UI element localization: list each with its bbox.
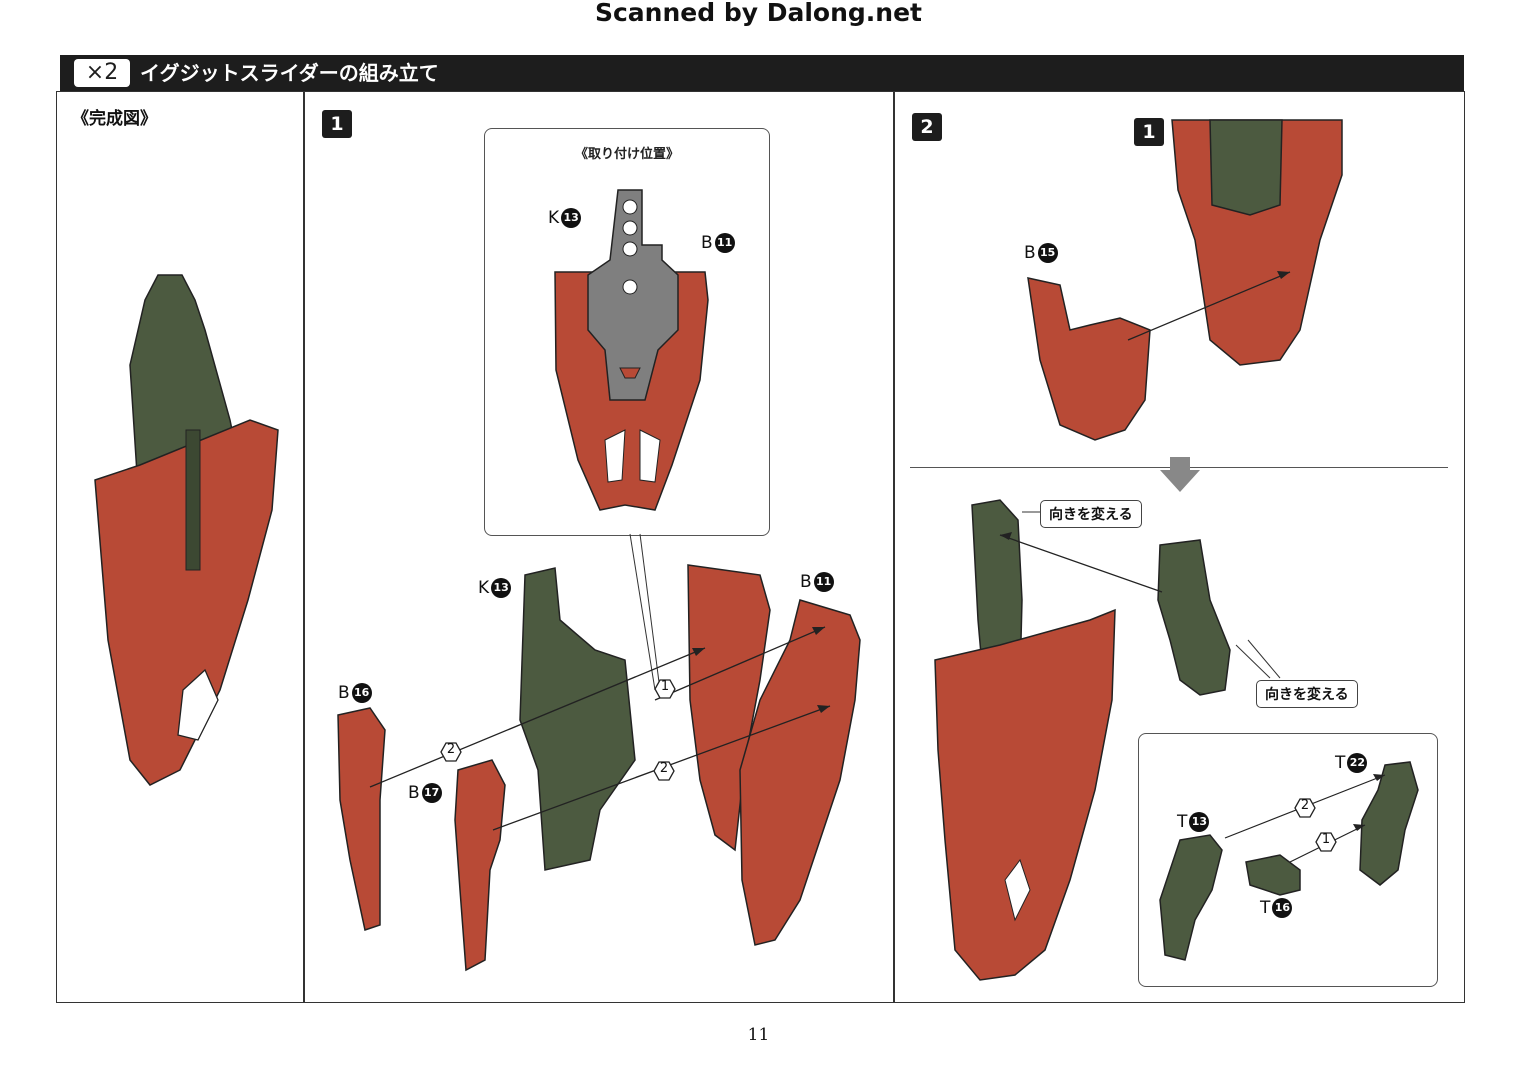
- order-2-label: 2: [659, 761, 669, 776]
- order-1-label: 1: [1321, 832, 1331, 847]
- inset-title: 《取り付け位置》: [574, 147, 679, 162]
- step2-lower-parts: [934, 499, 1281, 981]
- watermark: Scanned by Dalong.net: [594, 0, 922, 27]
- quantity-badge: ×2: [74, 59, 130, 87]
- substep-1-badge: 1: [1134, 118, 1164, 146]
- detail-inset-parts: [1159, 761, 1419, 961]
- page-number: 11: [747, 1025, 770, 1045]
- mounting-position-inset: 《取り付け位置》: [484, 128, 770, 536]
- step1-parts: [337, 564, 861, 972]
- step-1-badge: 1: [322, 110, 352, 138]
- instruction-frame: [56, 91, 1465, 1003]
- order-2-label: 2: [446, 742, 456, 757]
- order-2-label: 2: [1300, 798, 1310, 813]
- turn-around-callout: 向きを変える: [1040, 500, 1142, 528]
- panel-divider: [303, 91, 305, 1003]
- order-markers: [440, 679, 1337, 852]
- detail-inset: [1138, 733, 1438, 987]
- inset-assembly: [554, 189, 709, 691]
- section-title: イグジットスライダーの組み立て: [140, 61, 439, 85]
- step-2-badge: 2: [912, 113, 942, 141]
- order-1-label: 1: [660, 679, 670, 694]
- completed-assembly: [94, 274, 279, 786]
- step2-upper-parts: [1027, 119, 1343, 492]
- completed-caption: 《完成図》: [72, 109, 157, 129]
- turn-around-callout: 向きを変える: [1256, 680, 1358, 708]
- panel-divider: [893, 91, 895, 1003]
- section-header: ×2 イグジットスライダーの組み立て: [60, 55, 1464, 91]
